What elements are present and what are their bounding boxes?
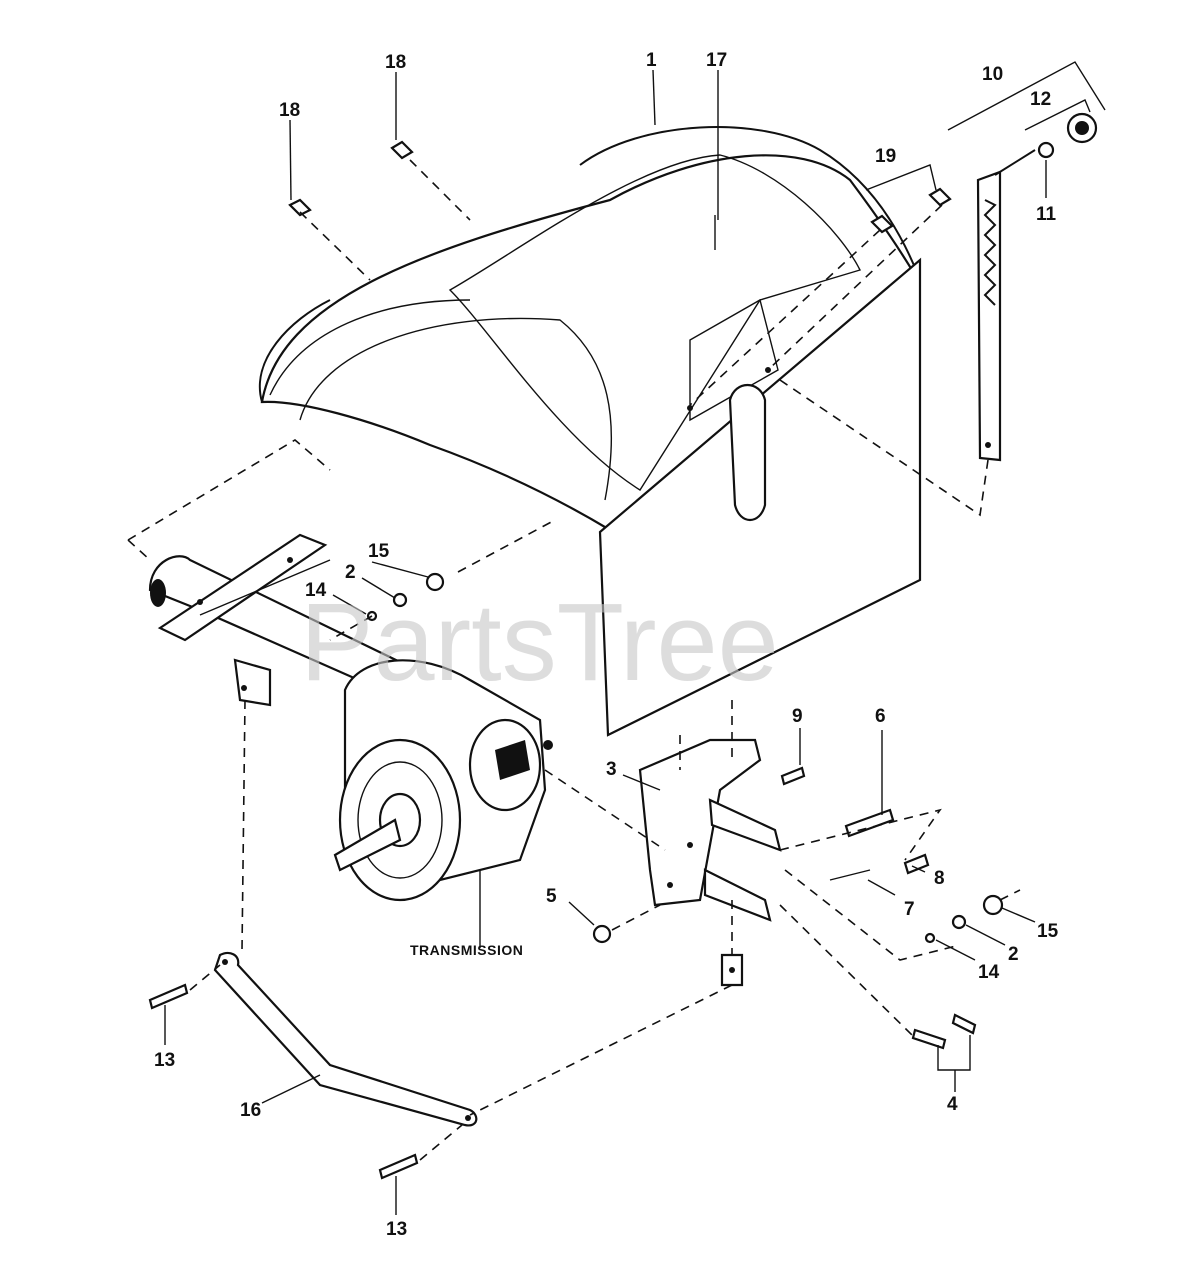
callout-18-left: 18 [279,100,300,121]
callout-13-left: 13 [154,1050,175,1071]
callout-2-upper: 2 [345,562,356,583]
callout-14-lower: 14 [978,962,1000,983]
callout-18-top: 18 [385,52,406,73]
hardware [148,140,1004,1180]
callout-8: 8 [934,868,945,889]
hitch-bracket [638,738,782,987]
callout-12: 12 [1030,89,1051,110]
callout-17: 17 [706,50,727,71]
callout-labels: 1 17 18 18 19 10 12 11 15 2 14 9 6 3 8 7… [154,50,1059,1240]
callout-15-upper: 15 [368,541,390,562]
callout-7: 7 [904,899,915,920]
leader-lines [164,61,1106,1215]
rear-flap [598,257,922,737]
callout-16: 16 [240,1100,261,1121]
callout-10: 10 [982,64,1003,85]
callout-14-upper: 14 [305,580,327,601]
callout-5: 5 [546,886,557,907]
watermark-text: PartsTree [300,581,779,704]
depth-bar [976,112,1098,462]
callout-3: 3 [606,759,617,780]
callout-2-lower: 2 [1008,944,1019,965]
callout-11: 11 [1036,204,1057,225]
callout-4: 4 [947,1094,958,1115]
callout-15-lower: 15 [1037,921,1059,942]
transmission [333,659,553,902]
callout-13-bottom: 13 [386,1219,407,1240]
assembly-lines [127,159,1021,1161]
tine-hood [258,126,919,532]
callout-1: 1 [646,50,657,71]
callout-6: 6 [875,706,886,727]
callout-19: 19 [875,146,896,167]
transmission-caption: TRANSMISSION [410,942,523,958]
link-bar [213,951,478,1127]
callout-9: 9 [792,706,803,727]
